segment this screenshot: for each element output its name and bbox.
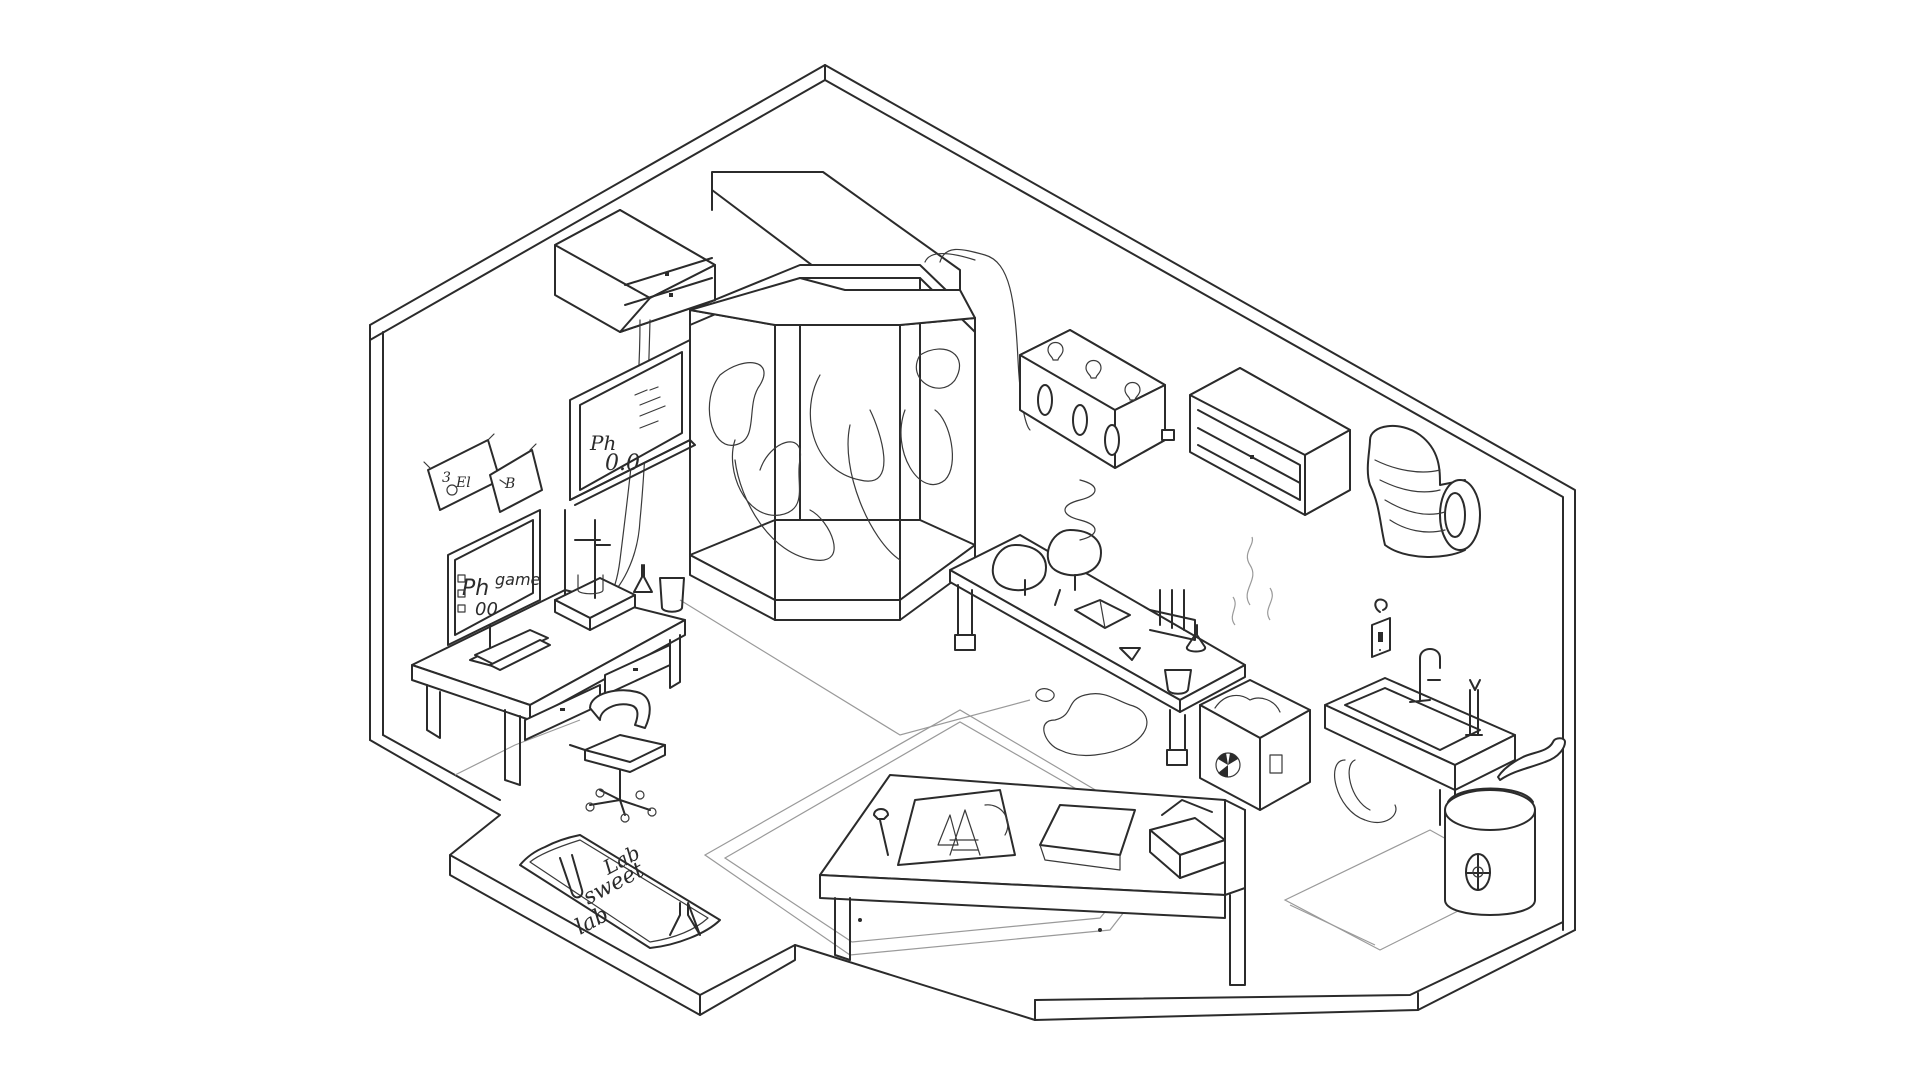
flask-icon: [633, 564, 653, 593]
faucet-icon: [1409, 648, 1441, 703]
monitor-game: game: [495, 570, 541, 589]
flask-icon: [1186, 624, 1206, 653]
steam: [1231, 536, 1273, 626]
toolbox-icon: [1149, 799, 1226, 879]
waste-bin: [1444, 737, 1566, 916]
poster-label-1: 3: [442, 470, 451, 486]
wall-cabinet-right: [1189, 367, 1351, 516]
sink: [1324, 598, 1516, 829]
whiteboard: Ph 0.0: [569, 339, 696, 506]
glass-containment-tank: [689, 171, 976, 621]
radiation-icon: [1215, 752, 1241, 778]
flask-icon: [669, 902, 701, 936]
wall-poster: 3 El B: [423, 433, 543, 513]
floor-spill: [1035, 688, 1148, 756]
poster-label-3: B: [504, 476, 515, 492]
wall-cabinet-left: [554, 209, 716, 333]
ventilation-duct: [1366, 424, 1481, 558]
lab-equipment-desk: [554, 509, 685, 631]
monitor-digits: 00: [475, 599, 498, 620]
wrench-icon: [873, 808, 889, 856]
monitor-ph: Ph: [462, 576, 489, 601]
control-unit: [1019, 329, 1175, 469]
poster-label-2: El: [455, 475, 471, 491]
whiteboard-digits: 0.0: [605, 451, 640, 476]
beaker-icon: [1164, 669, 1192, 695]
book-icon: [1074, 599, 1131, 629]
test-tube-icon: [559, 854, 584, 899]
hazard-bin: [1199, 679, 1311, 811]
room-walls: [369, 64, 1576, 1021]
computer-desk: [411, 589, 686, 786]
light-switch-icon: [1371, 598, 1391, 658]
computer-monitor: Ph game 00: [447, 509, 551, 671]
worktable: [819, 774, 1246, 986]
whiteboard-ph: Ph: [589, 431, 616, 455]
back-bench: [949, 479, 1246, 766]
office-chair: [569, 689, 666, 823]
beaker-icon: [659, 577, 685, 613]
